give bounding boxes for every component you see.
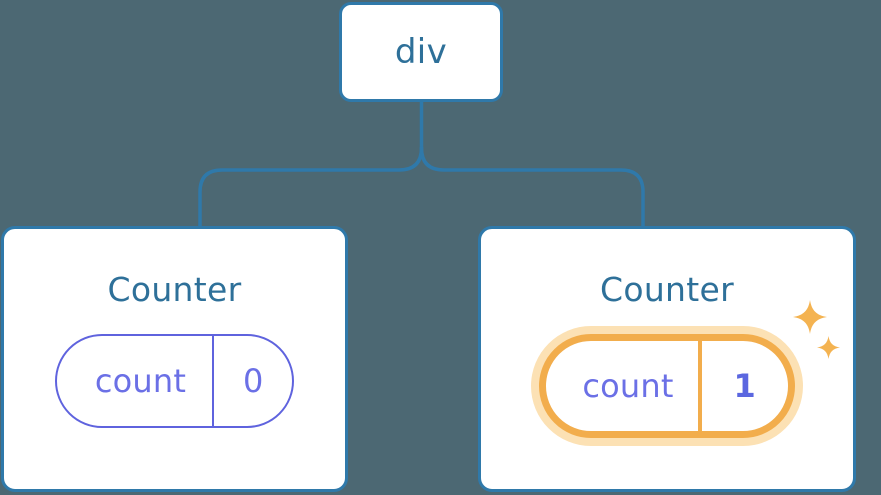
edge-to-counter-left [198, 146, 424, 228]
edge-to-counter-right [419, 146, 645, 228]
counter-left-title: Counter [107, 270, 242, 309]
counter-left-state-value: 0 [242, 362, 264, 400]
counter-right-title: Counter [600, 270, 734, 309]
counter-right-state-wrap: count 1 [539, 300, 840, 438]
state-update-sparkles [791, 300, 851, 376]
tree-node-counter-left[interactable]: Counter count 0 [1, 226, 348, 492]
counter-left-state-key: count [94, 362, 187, 400]
tree-node-div[interactable]: div [339, 2, 503, 102]
counter-right-state-pill[interactable]: count 1 [539, 334, 795, 438]
tree-node-div-label: div [394, 32, 448, 72]
sparkle-small-icon [816, 336, 840, 359]
counter-left-state-wrap: count 0 [54, 334, 295, 428]
counter-right-state-divider [697, 341, 702, 431]
sparkle-large-icon [792, 300, 827, 334]
counter-right-state-value: 1 [733, 367, 756, 405]
counter-right-state-key: count [582, 367, 674, 405]
counter-left-state-divider [212, 336, 215, 426]
tree-node-counter-right[interactable]: Counter count 1 [478, 226, 856, 492]
counter-left-state-pill[interactable]: count 0 [54, 334, 295, 428]
